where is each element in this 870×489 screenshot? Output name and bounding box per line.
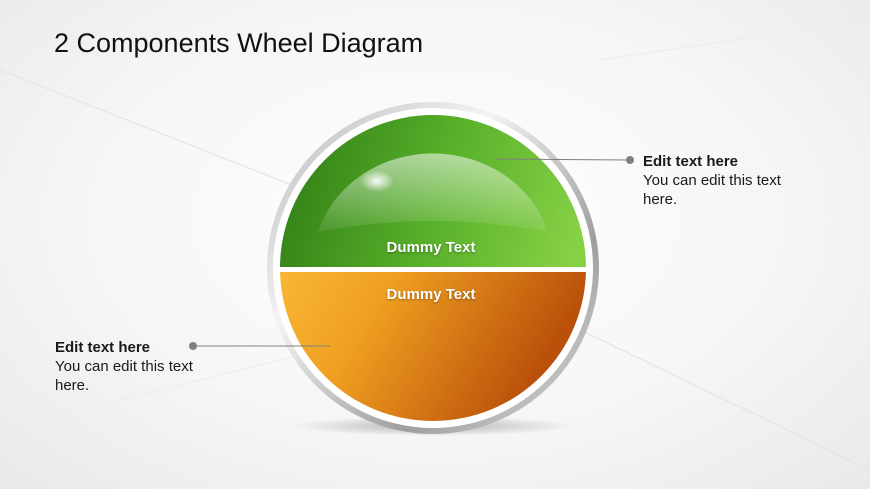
connector-dot-bottom [189,342,197,350]
gloss-highlight [360,170,394,192]
slide-title: 2 Components Wheel Diagram [54,28,424,58]
segment-top-label: Dummy Text [386,239,476,256]
callout-heading: Edit text here [643,153,739,170]
callout-body: You can edit this text here. [55,358,193,394]
connector-dot-top [626,156,634,164]
callout-heading: Edit text here [55,339,151,356]
segment-bottom-label: Dummy Text [386,286,476,303]
connector-line-top [494,158,629,161]
segment-bottom [280,272,586,421]
callout-bottom-left: Edit text here You can edit this text he… [55,338,225,395]
callout-top-right: Edit text here You can edit this text he… [643,152,813,209]
callout-body: You can edit this text here. [643,172,781,208]
